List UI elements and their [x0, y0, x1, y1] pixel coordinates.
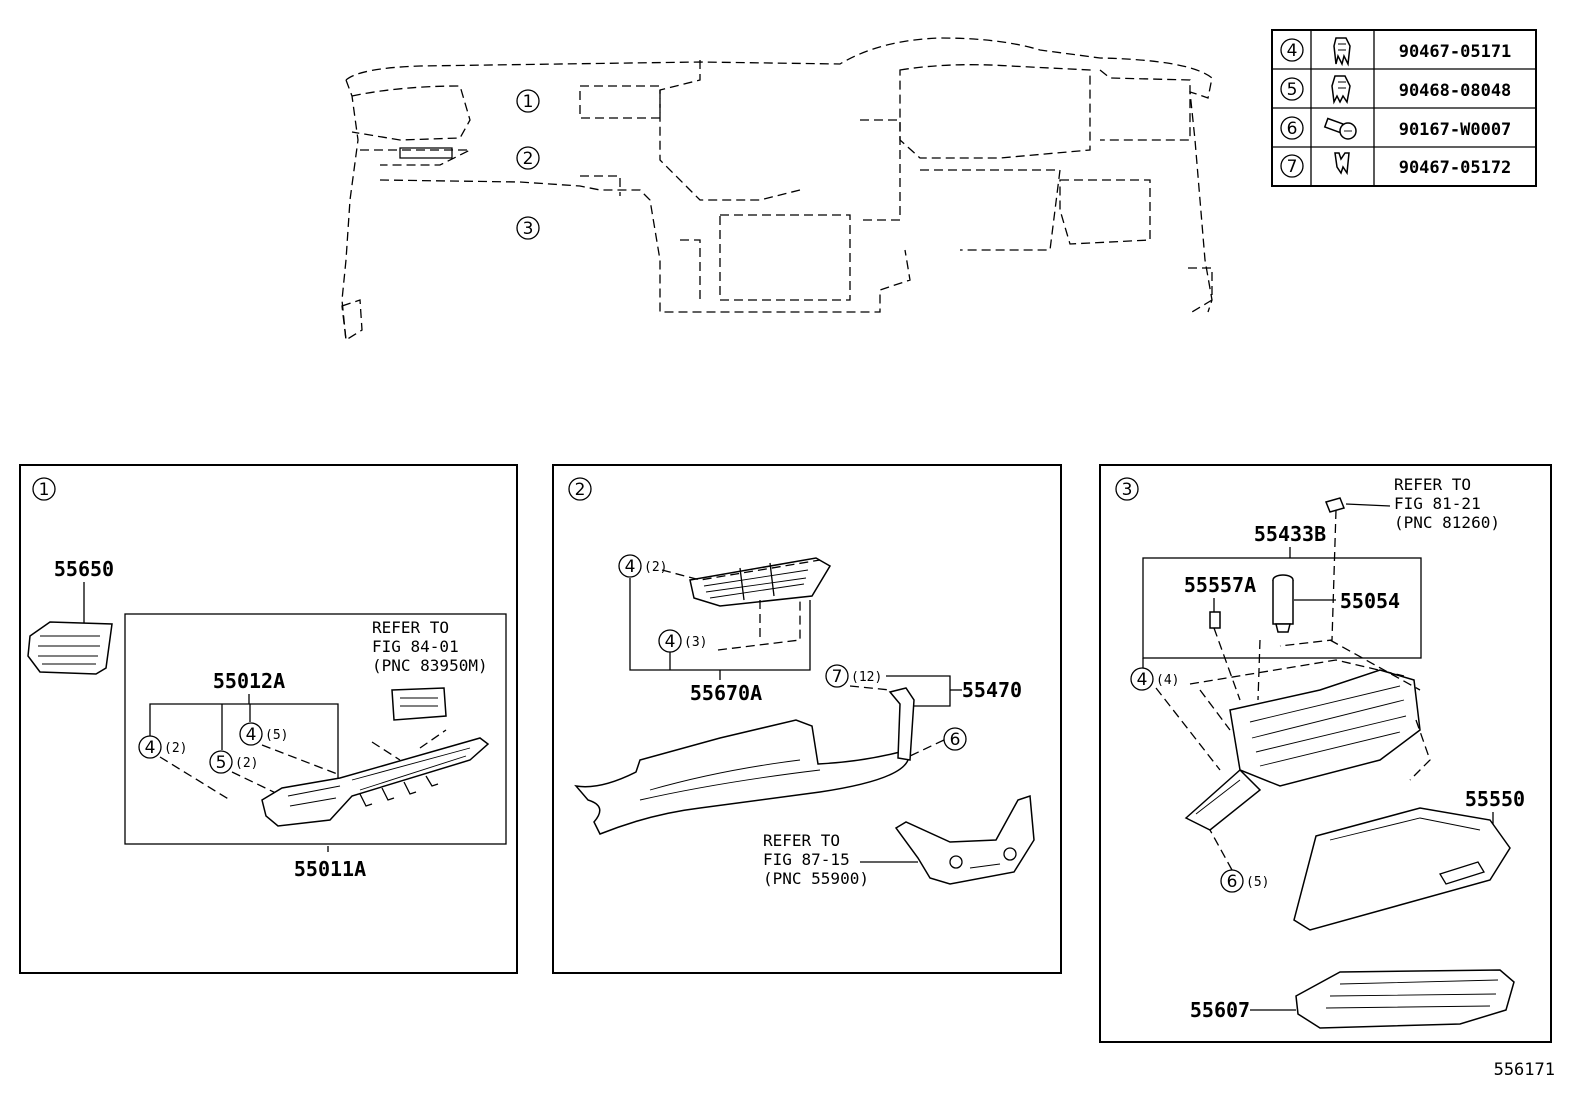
callout-4-qty-2: 4 (2): [138, 735, 187, 759]
callout-4-qty-5: 4 (5): [239, 722, 288, 746]
svg-text:(PNC 83950M): (PNC 83950M): [372, 656, 488, 675]
part-label-55557A: 55557A: [1184, 573, 1256, 597]
part-label-55650: 55650: [54, 557, 114, 581]
legend-part-number: 90468-08048: [1399, 81, 1512, 101]
svg-text:(PNC 81260): (PNC 81260): [1394, 513, 1500, 532]
svg-text:(4): (4): [1156, 673, 1179, 688]
glove-box-damper: [1272, 574, 1294, 633]
legend-row-6: 6 90167-W0007: [1280, 116, 1512, 140]
svg-text:7: 7: [832, 667, 843, 687]
legend-row-4: 4 90467-05171: [1280, 37, 1512, 67]
part-label-55607: 55607: [1190, 998, 1250, 1022]
refer-note-81-21: REFER TO FIG 81-21 (PNC 81260): [1394, 475, 1500, 532]
svg-text:2: 2: [523, 149, 534, 169]
svg-text:FIG 81-21: FIG 81-21: [1394, 494, 1481, 513]
glove-box-sub-frame: [1142, 557, 1422, 659]
legend-part-number: 90467-05172: [1399, 158, 1512, 178]
svg-text:(2): (2): [164, 741, 187, 756]
refer-note-84-01: REFER TO FIG 84-01 (PNC 83950M): [372, 618, 488, 675]
panel-1: 1 55650 55012A REFER TO FIG 84-01 (PNC 8…: [19, 464, 518, 974]
screw-icon: [1323, 117, 1357, 140]
legend-part-number: 90167-W0007: [1399, 120, 1512, 140]
svg-text:4: 4: [1137, 670, 1148, 690]
connector-icon: [1324, 497, 1346, 513]
svg-text:REFER TO: REFER TO: [1394, 475, 1471, 494]
part-label-55433B: 55433B: [1254, 522, 1326, 546]
legend-num: 4: [1287, 41, 1298, 61]
panel-number: 2: [575, 480, 586, 500]
svg-text:3: 3: [523, 219, 534, 239]
callout-7-qty-12: 7 (12): [825, 664, 882, 688]
overview-callout-2: 2: [516, 146, 540, 170]
svg-text:(12): (12): [851, 670, 882, 685]
legend-num: 5: [1287, 80, 1298, 100]
lower-instrument-panel: [574, 687, 915, 835]
svg-text:1: 1: [523, 92, 534, 112]
callout-6-qty-5: 6 (5): [1220, 869, 1269, 893]
center-register-vent: [689, 557, 832, 607]
panel-3: 3 REFER TO FIG 81-21 (PNC 81260) 55433B …: [1099, 464, 1552, 1043]
panel-2: 2 4 (2) 4 (3) 55670A 7 (12) 55470: [552, 464, 1062, 974]
legend-row-7: 7 90467-05172: [1280, 152, 1512, 178]
switch-module: [391, 687, 447, 721]
svg-text:(2): (2): [235, 756, 258, 771]
refer-note-87-15: REFER TO FIG 87-15 (PNC 55900): [763, 831, 869, 888]
panel-number: 1: [39, 480, 50, 500]
svg-text:(5): (5): [1246, 875, 1269, 890]
svg-text:4: 4: [145, 738, 156, 758]
glove-box-door: [1293, 807, 1511, 931]
svg-text:4: 4: [665, 632, 676, 652]
callout-4-qty-3: 4 (3): [658, 629, 707, 653]
part-label-55011A: 55011A: [294, 857, 366, 881]
glove-box-door-inner: [1184, 669, 1421, 831]
damper-pin: [1209, 611, 1221, 629]
legend-num: 7: [1287, 157, 1298, 177]
svg-text:REFER TO: REFER TO: [763, 831, 840, 850]
side-register-vent: [27, 621, 113, 675]
svg-text:(PNC 55900): (PNC 55900): [763, 869, 869, 888]
legend-num: 6: [1287, 119, 1298, 139]
svg-text:FIG 84-01: FIG 84-01: [372, 637, 459, 656]
clip-icon: [1331, 75, 1351, 105]
part-label-55670A: 55670A: [690, 681, 762, 705]
overview-callout-3: 3: [516, 216, 540, 240]
callout-4-qty-2: 4 (2): [618, 554, 667, 578]
callout-6: 6: [943, 727, 967, 751]
part-label-55550: 55550: [1465, 787, 1525, 811]
svg-text:(5): (5): [265, 728, 288, 743]
panel-number: 3: [1122, 480, 1133, 500]
svg-text:(3): (3): [684, 635, 707, 650]
clip-icon: [1333, 37, 1351, 67]
svg-text:4: 4: [625, 557, 636, 577]
figure-id: 556171: [1494, 1060, 1555, 1080]
legend-part-number: 90467-05171: [1399, 42, 1512, 62]
callout-5-qty-2: 5 (2): [209, 750, 258, 774]
instrument-panel-overview: 1 2 3: [341, 37, 1213, 342]
fastener-legend-table: 4 90467-05171 5 90468-08048 6: [1271, 29, 1537, 187]
svg-text:REFER TO: REFER TO: [372, 618, 449, 637]
overview-callout-1: 1: [516, 89, 540, 113]
part-label-55012A: 55012A: [213, 669, 285, 693]
part-label-55470: 55470: [962, 678, 1022, 702]
glove-box-lower-panel: [1295, 969, 1515, 1029]
svg-text:5: 5: [216, 753, 227, 773]
part-label-55054: 55054: [1340, 589, 1400, 613]
clip-icon: [1334, 152, 1350, 176]
sub-assembly-frame: [124, 613, 507, 845]
svg-text:FIG 87-15: FIG 87-15: [763, 850, 850, 869]
svg-text:6: 6: [1227, 872, 1238, 892]
svg-text:6: 6: [950, 730, 961, 750]
center-console-bezel: [894, 794, 1035, 885]
center-trim-garnish: [261, 737, 490, 827]
legend-row-5: 5 90468-08048: [1280, 75, 1512, 105]
svg-text:(2): (2): [644, 560, 667, 575]
svg-text:4: 4: [246, 725, 257, 745]
callout-4-qty-4: 4 (4): [1130, 667, 1179, 691]
